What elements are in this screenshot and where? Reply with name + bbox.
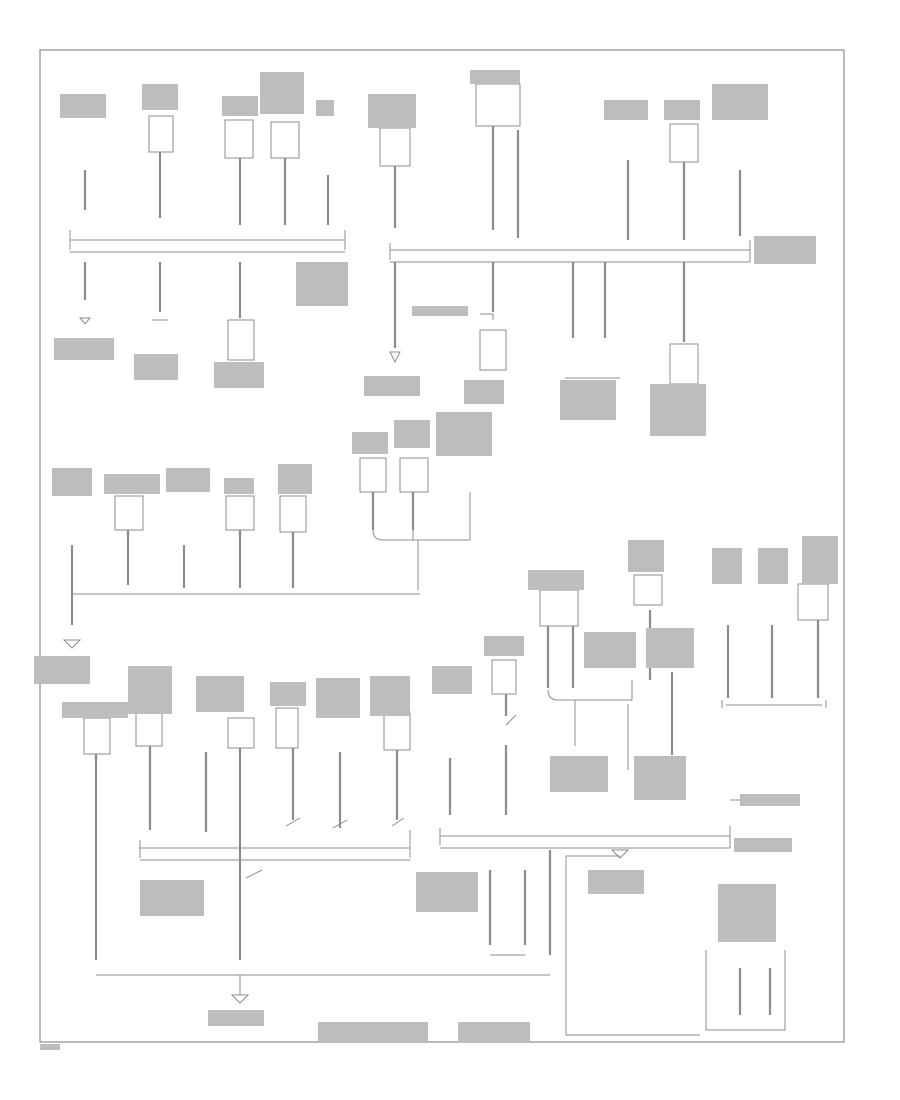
diagram-frame	[39, 49, 845, 1043]
component-box	[114, 495, 144, 531]
label-layer	[34, 70, 838, 1050]
group-upper-left	[69, 115, 346, 361]
component-box	[359, 457, 387, 493]
component-box	[383, 711, 411, 751]
component-box	[227, 717, 255, 749]
component-box	[479, 329, 507, 371]
component-box	[669, 343, 699, 385]
component-box	[270, 121, 300, 159]
component-box	[279, 495, 307, 533]
component-box	[399, 457, 429, 493]
component-box	[475, 83, 521, 127]
component-box	[224, 119, 254, 159]
component-box	[633, 574, 663, 606]
component-box	[148, 115, 174, 153]
group-lower-right	[96, 574, 829, 1036]
component-box	[275, 707, 299, 749]
component-box	[669, 123, 699, 163]
component-box	[227, 319, 255, 361]
group-middle	[62, 457, 471, 649]
component-box	[491, 659, 517, 695]
group-upper-middle	[379, 83, 751, 385]
component-box	[135, 711, 163, 747]
component-box	[83, 717, 111, 755]
component-box	[539, 589, 579, 627]
component-box	[797, 583, 829, 621]
component-box	[379, 127, 411, 167]
component-box	[225, 495, 255, 531]
group-lower-left	[83, 707, 411, 1004]
